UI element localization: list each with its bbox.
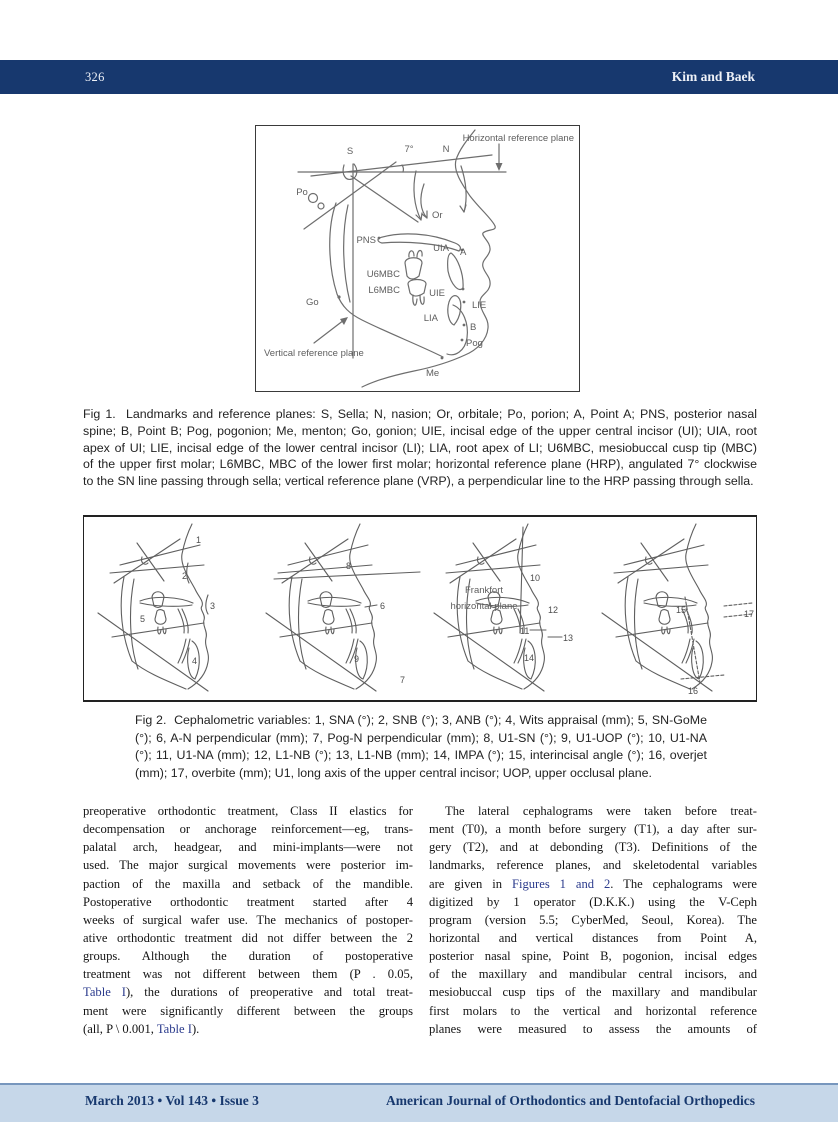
label-6: 6 — [380, 601, 385, 611]
label-lia: LIA — [424, 313, 439, 324]
text-line: Postoperative orthodontic treatment star… — [83, 894, 413, 909]
text-line: mesiobuccal cusp tips of the maxillary a… — [429, 985, 757, 1000]
text-line: ment (T0), a month before surgery (T1), … — [429, 822, 757, 837]
caption-line: of the upper first molar; L6MBC, MBC of … — [83, 457, 757, 472]
figures-1-2-link[interactable]: Figures 1 and 2 — [511, 876, 611, 891]
header-bar: 326 Kim and Baek — [0, 60, 838, 94]
text-line: decompensation or anchorage reinforcemen… — [83, 822, 413, 837]
label-pns: PNS — [356, 235, 376, 246]
label-11: 11 — [520, 626, 529, 636]
label-uia: UIA — [433, 243, 450, 254]
text-line: preoperative orthodontic treatment, Clas… — [83, 804, 413, 818]
text-segment: (all, P \ 0.001, — [83, 1021, 157, 1036]
text-line: are given in Figures 1 and 2. The cephal… — [429, 875, 757, 893]
text-line: The lateral cephalograms were taken befo… — [445, 804, 757, 818]
text-line: (all, P \ 0.001, Table I). — [83, 1020, 413, 1038]
caption-line: Fig 2. Cephalometric variables: 1, SNA (… — [135, 713, 707, 727]
label-16: 16 — [688, 686, 698, 696]
caption-line: to the SN line passing through sella; ve… — [83, 474, 754, 489]
label-orbitale: Or — [432, 210, 443, 221]
text-line: groups. Although the duration of postope… — [83, 949, 413, 964]
figure-2-labels: 1 2 3 4 5 8 6 9 7 10 12 11 13 14 15 17 1… — [140, 535, 754, 696]
figure-1-labels: S 7° N Horizontal reference plane Po Or … — [264, 133, 574, 379]
text-line: landmarks, reference planes, and skeleto… — [429, 858, 757, 873]
text-segment: ). — [191, 1021, 200, 1036]
figure-1: S 7° N Horizontal reference plane Po Or … — [255, 125, 580, 392]
text-line: digitized by 1 operator (D.K.K.) using t… — [429, 894, 757, 909]
label-gonion: Go — [306, 297, 319, 308]
label-lie: LIE — [472, 300, 486, 311]
running-title: Kim and Baek — [671, 69, 755, 84]
label-uie: UIE — [429, 288, 445, 299]
label-frankfort-line2: horizontal plane — [450, 601, 517, 612]
caption-line: (°); 6, A-N perpendicular (mm); 7, Pog-N… — [135, 730, 707, 745]
text-segment: are given in — [429, 876, 512, 891]
label-9: 9 — [354, 654, 359, 664]
text-line: first molars to the vertical and horizon… — [429, 1003, 757, 1018]
label-horizontal-reference-plane: Horizontal reference plane — [463, 133, 574, 144]
label-15: 15 — [676, 605, 686, 615]
label-12: 12 — [548, 605, 558, 615]
caption-line: (°); 11, U1-NA (mm); 12, L1-NB (°); 13, … — [135, 748, 707, 762]
text-line: paction of the maxilla and setback of th… — [83, 876, 413, 891]
text-line: program (version 5.5; CyberMed, Seoul, K… — [429, 912, 757, 927]
label-pogonion: Pog — [466, 338, 483, 349]
label-point-b: B — [470, 322, 476, 333]
label-13: 13 — [563, 633, 573, 643]
label-3: 3 — [210, 601, 215, 611]
label-l6mbc: L6MBC — [368, 285, 400, 296]
figure-2-tracings: 1 2 3 4 5 8 6 9 7 10 12 11 13 14 15 17 1… — [97, 523, 754, 696]
text-line: horizontal and vertical distances from P… — [429, 930, 757, 945]
figure-1-tracing: S 7° N Horizontal reference plane Po Or … — [264, 129, 574, 388]
label-10: 10 — [530, 573, 540, 583]
footer-bar: March 2013 • Vol 143 • Issue 3 American … — [0, 1083, 838, 1122]
figure-1-caption: Fig 1. Landmarks and reference planes: S… — [83, 406, 757, 490]
text-line: planes were measured to assess the amoun… — [429, 1021, 757, 1036]
label-17: 17 — [744, 609, 754, 619]
text-line: posterior nasal spine, Point B, pogonion… — [429, 949, 757, 964]
ceph-tracing-lines — [297, 129, 507, 388]
text-line: of the maxillary and mandibular central … — [429, 967, 757, 982]
label-2: 2 — [182, 571, 187, 581]
text-line: used. The major surgical movements were … — [83, 858, 413, 873]
label-7: 7 — [400, 675, 405, 685]
journal-name: American Journal of Orthodontics and Den… — [386, 1093, 755, 1108]
text-line: palatal arch, headgear, and mini-implant… — [83, 840, 413, 855]
label-5: 5 — [140, 614, 145, 624]
figure-2: 1 2 3 4 5 8 6 9 7 10 12 11 13 14 15 17 1… — [83, 515, 757, 702]
label-8: 8 — [346, 561, 351, 571]
label-vertical-reference-plane: Vertical reference plane — [264, 348, 364, 359]
text-line: treatment was not different between them… — [83, 967, 413, 982]
table-1-link[interactable]: Table I — [156, 1021, 192, 1036]
issue-info: March 2013 • Vol 143 • Issue 3 — [85, 1093, 259, 1108]
label-7deg: 7° — [404, 144, 413, 155]
label-sella: S — [347, 146, 353, 157]
panel-overlays — [186, 526, 753, 684]
label-menton: Me — [426, 368, 439, 379]
label-frankfort-line1: Frankfort — [465, 585, 503, 596]
text-line: weeks of surgical wafer use. The mechani… — [83, 912, 413, 927]
text-line: gery (T2), and at debonding (T3). Defini… — [429, 840, 757, 855]
page-number: 326 — [85, 69, 105, 84]
label-porion: Po — [296, 187, 308, 198]
caption-line: spine; B, Point B; Pog, pogonion; Me, me… — [83, 423, 757, 438]
label-u6mbc: U6MBC — [367, 269, 400, 280]
text-line: Table I), the durations of preoperative … — [83, 983, 413, 1001]
text-segment: ), the durations of preoperative and tot… — [125, 985, 413, 1000]
text-line: ment were significantly different betwee… — [83, 1003, 413, 1018]
label-1: 1 — [196, 535, 201, 545]
text-line: ative orthodontic treatment did not diff… — [83, 930, 413, 945]
text-segment: . The cephalograms were — [610, 876, 757, 891]
body-left-column: preoperative orthodontic treatment, Clas… — [83, 802, 413, 1038]
caption-line: (mm); 17, overbite (mm); U1, long axis o… — [135, 765, 652, 780]
label-point-a: A — [460, 247, 467, 258]
body-right-column: The lateral cephalograms were taken befo… — [429, 802, 757, 1038]
caption-line: apex of UI; LIE, incisal edge of the low… — [83, 440, 757, 455]
label-4: 4 — [192, 656, 197, 666]
figure-2-caption: Fig 2. Cephalometric variables: 1, SNA (… — [135, 712, 707, 782]
table-1-link[interactable]: Table I — [83, 985, 126, 1000]
label-14: 14 — [524, 653, 534, 663]
caption-line: Fig 1. Landmarks and reference planes: S… — [83, 407, 757, 421]
label-nasion: N — [443, 144, 450, 155]
